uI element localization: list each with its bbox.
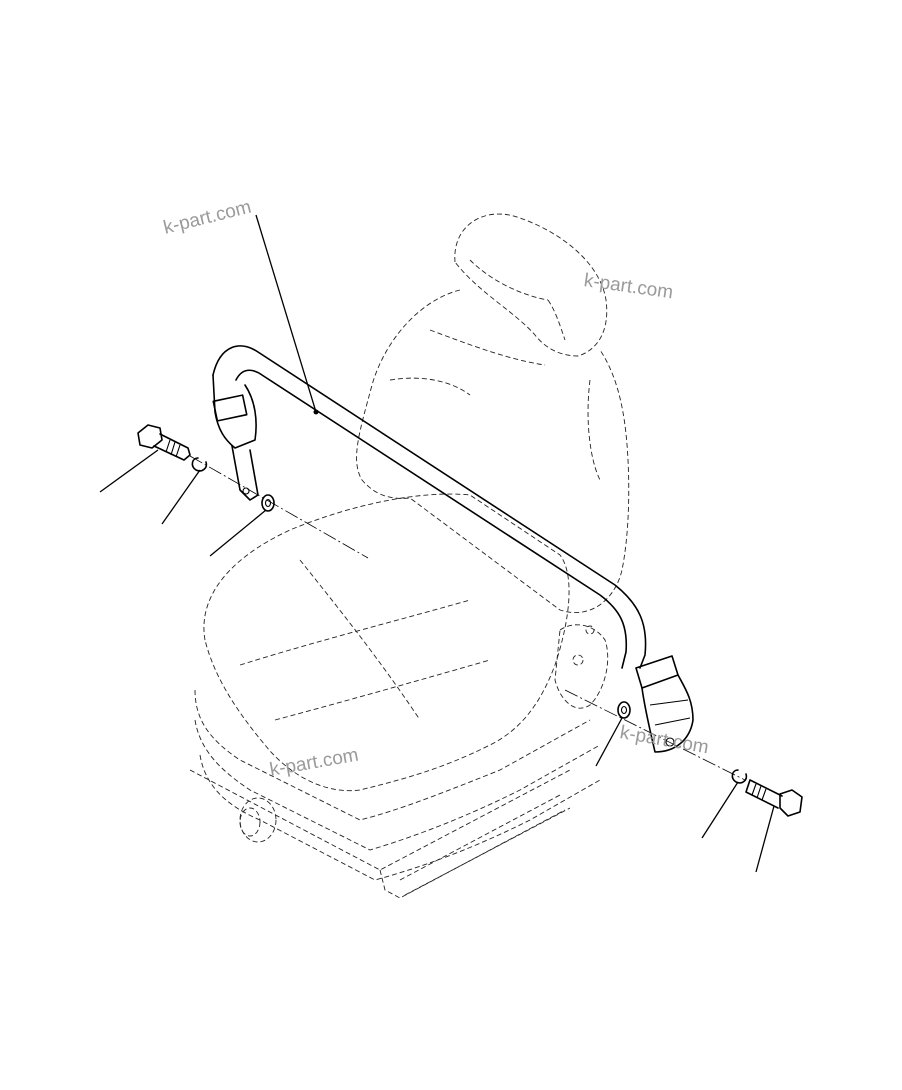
flat-washer-right-hole (620, 705, 628, 715)
centerline-right (564, 689, 746, 781)
adjust-knob-face (239, 807, 261, 837)
centerline-left (189, 455, 369, 559)
base-rail (189, 769, 571, 899)
flat-washer-left-hole (264, 498, 272, 508)
belt-strap-inner (235, 369, 628, 669)
base-layer-2 (194, 719, 601, 851)
lock-washer-left (191, 457, 208, 472)
bolt-shank-left (153, 433, 191, 461)
mechanism-bolt-2 (585, 625, 595, 635)
base-layer-1 (194, 689, 591, 821)
headrest-inner (469, 259, 566, 341)
base-layer-3 (199, 754, 601, 881)
leader-lockwasher-left (161, 469, 201, 525)
hardware-left (137, 424, 369, 559)
seat-outline (189, 213, 630, 899)
retractor-body (641, 674, 694, 753)
leader-washer-right (595, 717, 623, 767)
cushion-seam-1 (239, 599, 471, 666)
recline-mechanism (554, 624, 609, 709)
backrest (356, 289, 630, 614)
backrest-seam-2 (587, 379, 601, 481)
cushion-seam-3 (299, 559, 421, 721)
leader-belt (255, 214, 317, 413)
bolt-head-left (137, 424, 163, 449)
flat-washer-right (617, 701, 631, 719)
retractor-anchor-hole (665, 737, 675, 747)
hardware-right (564, 689, 803, 817)
mechanism-bolt (572, 654, 584, 666)
belt-strap (212, 345, 647, 669)
bolt-thread-left (165, 439, 181, 458)
cushion-seam-2 (274, 659, 491, 721)
bolt-thread-right (751, 783, 767, 801)
adjust-knob (239, 797, 277, 843)
buckle-strap (231, 445, 259, 501)
flat-washer-left (261, 494, 275, 512)
leader-bolt-right (755, 805, 775, 873)
leader-washer-left (209, 509, 267, 557)
seat-belt (212, 345, 694, 753)
lock-washer-right (731, 769, 748, 784)
leader-lines (99, 214, 775, 873)
leader-lockwasher-right (701, 781, 739, 839)
backrest-seam-3 (429, 329, 546, 366)
slide-rail (399, 794, 571, 896)
retractor-detail (649, 699, 691, 726)
backrest-seam-1 (389, 377, 471, 396)
buckle-housing (212, 374, 257, 449)
leader-bolt-left (99, 449, 159, 493)
bolt-head-right (779, 789, 803, 817)
headrest (454, 213, 608, 357)
buckle-anchor-hole (242, 487, 250, 495)
buckle-latch (212, 394, 248, 422)
seat-cushion (203, 493, 570, 792)
